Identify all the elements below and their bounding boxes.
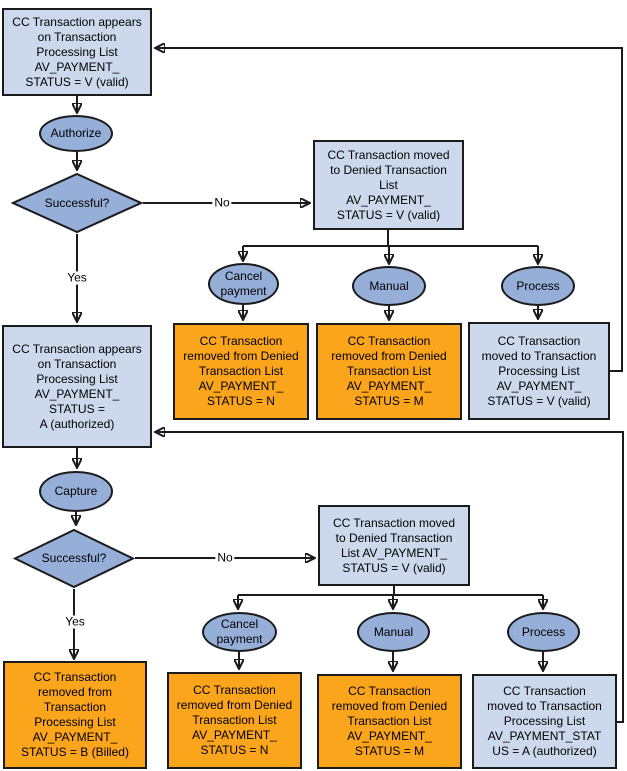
node-removed-n-1-label: CC Transaction removed from Denied Trans… bbox=[183, 334, 299, 408]
node-start-valid: CC Transaction appears on Transaction Pr… bbox=[2, 8, 152, 96]
node-authorized: CC Transaction appears on Transaction Pr… bbox=[2, 325, 152, 448]
node-moved-valid-label: CC Transaction moved to Transaction Proc… bbox=[481, 333, 597, 408]
edge-label-no-2: No bbox=[215, 550, 235, 565]
node-denied-1: CC Transaction moved to Denied Transacti… bbox=[313, 140, 464, 230]
node-removed-n-2: CC Transaction removed from Denied Trans… bbox=[167, 672, 302, 769]
edge-label-yes-2: Yes bbox=[63, 614, 87, 629]
diamond-shape bbox=[11, 172, 143, 234]
node-authorize-label: Authorize bbox=[50, 126, 102, 140]
node-manual-2: Manual bbox=[357, 612, 430, 652]
node-moved-authorized-label: CC Transaction moved to Transaction Proc… bbox=[487, 684, 602, 758]
node-start-valid-label: CC Transaction appears on Transaction Pr… bbox=[12, 14, 142, 89]
node-process-2: Process bbox=[507, 612, 580, 652]
node-removed-n-1: CC Transaction removed from Denied Trans… bbox=[173, 323, 309, 420]
node-moved-authorized: CC Transaction moved to Transaction Proc… bbox=[472, 674, 617, 769]
node-removed-m-1: CC Transaction removed from Denied Trans… bbox=[316, 323, 462, 420]
node-capture: Capture bbox=[39, 471, 113, 512]
decision-authorize-label: Successful? bbox=[44, 195, 110, 210]
node-cancel-payment-1-label: Cancel payment bbox=[220, 269, 267, 298]
node-denied-2-label: CC Transaction moved to Denied Transacti… bbox=[332, 515, 456, 575]
decision-capture-successful: Successful? bbox=[13, 528, 135, 589]
node-moved-valid: CC Transaction moved to Transaction Proc… bbox=[468, 322, 610, 420]
node-process-1-label: Process bbox=[516, 278, 560, 293]
node-manual-1-label: Manual bbox=[369, 278, 409, 293]
diamond-shape bbox=[13, 528, 135, 589]
node-cancel-payment-2-label: Cancel payment bbox=[216, 617, 263, 646]
node-authorized-label: CC Transaction appears on Transaction Pr… bbox=[12, 341, 142, 431]
decision-authorize-successful: Successful? bbox=[11, 172, 143, 234]
node-billed: CC Transaction removed from Transaction … bbox=[3, 661, 147, 769]
edge-label-no-1: No bbox=[212, 195, 232, 210]
node-removed-m-2-label: CC Transaction removed from Denied Trans… bbox=[331, 684, 448, 758]
node-process-1: Process bbox=[501, 266, 575, 306]
node-process-2-label: Process bbox=[521, 624, 566, 639]
node-capture-label: Capture bbox=[54, 484, 98, 498]
edge-label-yes-1: Yes bbox=[65, 270, 89, 285]
node-denied-2: CC Transaction moved to Denied Transacti… bbox=[318, 505, 470, 586]
node-cancel-payment-1: Cancel payment bbox=[208, 263, 279, 305]
node-denied-1-label: CC Transaction moved to Denied Transacti… bbox=[327, 147, 450, 222]
node-authorize: Authorize bbox=[39, 115, 113, 152]
node-cancel-payment-2: Cancel payment bbox=[202, 612, 277, 652]
node-manual-1: Manual bbox=[352, 266, 426, 306]
node-removed-m-1-label: CC Transaction removed from Denied Trans… bbox=[331, 334, 447, 408]
node-removed-n-2-label: CC Transaction removed from Denied Trans… bbox=[176, 683, 293, 757]
node-billed-label: CC Transaction removed from Transaction … bbox=[21, 670, 129, 759]
node-removed-m-2: CC Transaction removed from Denied Trans… bbox=[317, 674, 462, 769]
node-manual-2-label: Manual bbox=[373, 624, 414, 639]
decision-capture-label: Successful? bbox=[41, 551, 107, 565]
